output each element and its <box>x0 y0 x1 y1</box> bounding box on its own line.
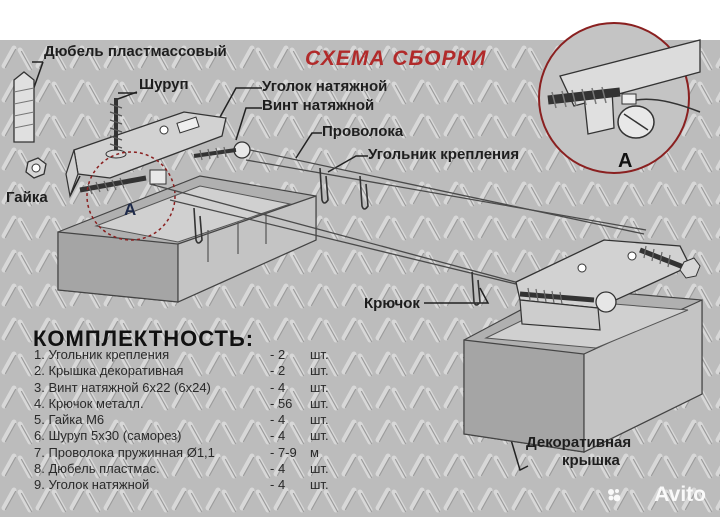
kit-list: 1. Угольник крепления - 2 шт. 2. Крышка де… <box>34 347 364 494</box>
kit-item-unit: м <box>310 444 319 460</box>
kit-item-name: 3. Винт натяжной 6х22 (6х24) <box>34 379 211 395</box>
kit-item-name: 9. Уголок натяжной <box>34 477 150 493</box>
kit-item-unit: шт. <box>310 363 329 379</box>
label-tension-screw: Винт натяжной <box>262 97 375 114</box>
kit-item-qty: - 2 <box>270 347 286 362</box>
kit-item: 8. Дюбель пластмас. - 4 шт. <box>34 461 364 477</box>
kit-item-unit: шт. <box>310 428 329 444</box>
label-tension-corner: Уголок натяжной <box>262 78 388 95</box>
right-tension-screws <box>519 245 701 313</box>
kit-item: 2. Крышка декоративная - 2 шт. <box>34 363 364 379</box>
kit-item-unit: шт. <box>310 477 329 493</box>
kit-item-unit: шт. <box>310 395 329 411</box>
kit-item-qty: - 7-9 <box>270 444 297 460</box>
kit-item-name: 4. Крючок металл. <box>34 395 144 411</box>
callout-letter-small: А <box>124 200 137 219</box>
kit-item-qty: - 4 <box>270 379 286 395</box>
kit-item: 1. Угольник крепления - 2 шт. <box>34 347 364 363</box>
callout-letter-large: А <box>618 150 633 172</box>
wires <box>149 149 647 301</box>
label-screw: Шуруп <box>139 76 189 93</box>
avito-watermark: Avito <box>654 483 706 506</box>
label-cover-line1: Декоративная <box>526 434 632 451</box>
left-tension-screw <box>79 141 251 195</box>
kit-item-unit: шт. <box>310 461 329 477</box>
kit-item-name: 8. Дюбель пластмас. <box>34 461 160 477</box>
callout-circle-small <box>86 151 176 241</box>
nut-icon <box>25 157 47 179</box>
kit-item-qty: - 56 <box>270 395 293 411</box>
label-mount-corner: Угольник крепления <box>368 146 520 163</box>
label-dowel: Дюбель пластмассовый <box>44 43 227 60</box>
label-hook: Крючок <box>364 295 420 312</box>
kit-item-qty: - 4 <box>270 477 286 493</box>
kit-item-qty: - 2 <box>270 363 286 379</box>
label-wire: Проволока <box>322 123 404 140</box>
kit-heading: КОМПЛЕКТНОСТЬ: <box>33 326 255 351</box>
kit-item-unit: шт. <box>310 412 329 428</box>
label-nut: Гайка <box>6 189 48 206</box>
kit-item-name: 7. Проволока пружинная Ø1,1 <box>34 444 215 460</box>
kit-item-name: 5. Гайка М6 <box>34 412 105 428</box>
kit-item: 9. Уголок натяжной - 4 шт. <box>34 477 364 493</box>
hooks <box>193 167 481 306</box>
kit-item: 6. Шуруп 5х30 (саморез) - 4 шт. <box>34 428 364 444</box>
diagram-title: СХЕМА СБОРКИ <box>305 47 487 70</box>
kit-item-name: 6. Шуруп 5х30 (саморез) <box>34 428 182 444</box>
kit-item: 3. Винт натяжной 6х22 (6х24) - 4 шт. <box>34 380 364 396</box>
avito-logo-icon <box>608 489 621 502</box>
kit-item-name: 2. Крышка декоративная <box>34 363 184 379</box>
kit-item-name: 1. Угольник крепления <box>34 347 170 362</box>
kit-item: 7. Проволока пружинная Ø1,1 - 7-9 м <box>34 445 364 461</box>
kit-item: 5. Гайка М6 - 4 шт. <box>34 412 364 428</box>
dowel-icon <box>13 71 35 143</box>
kit-item: 4. Крючок металл. - 56 шт. <box>34 396 364 412</box>
kit-item-qty: - 4 <box>270 461 286 477</box>
kit-item-qty: - 4 <box>270 428 286 444</box>
callout-detail-a <box>538 22 701 174</box>
label-cover-line2: крышка <box>562 452 620 469</box>
screw-icon <box>105 98 127 159</box>
right-bracket <box>515 239 691 331</box>
kit-item-unit: шт. <box>310 379 329 395</box>
kit-item-qty: - 4 <box>270 412 286 428</box>
left-decorative-box <box>57 175 317 303</box>
kit-item-unit: шт. <box>310 347 329 362</box>
left-bracket <box>65 111 227 199</box>
